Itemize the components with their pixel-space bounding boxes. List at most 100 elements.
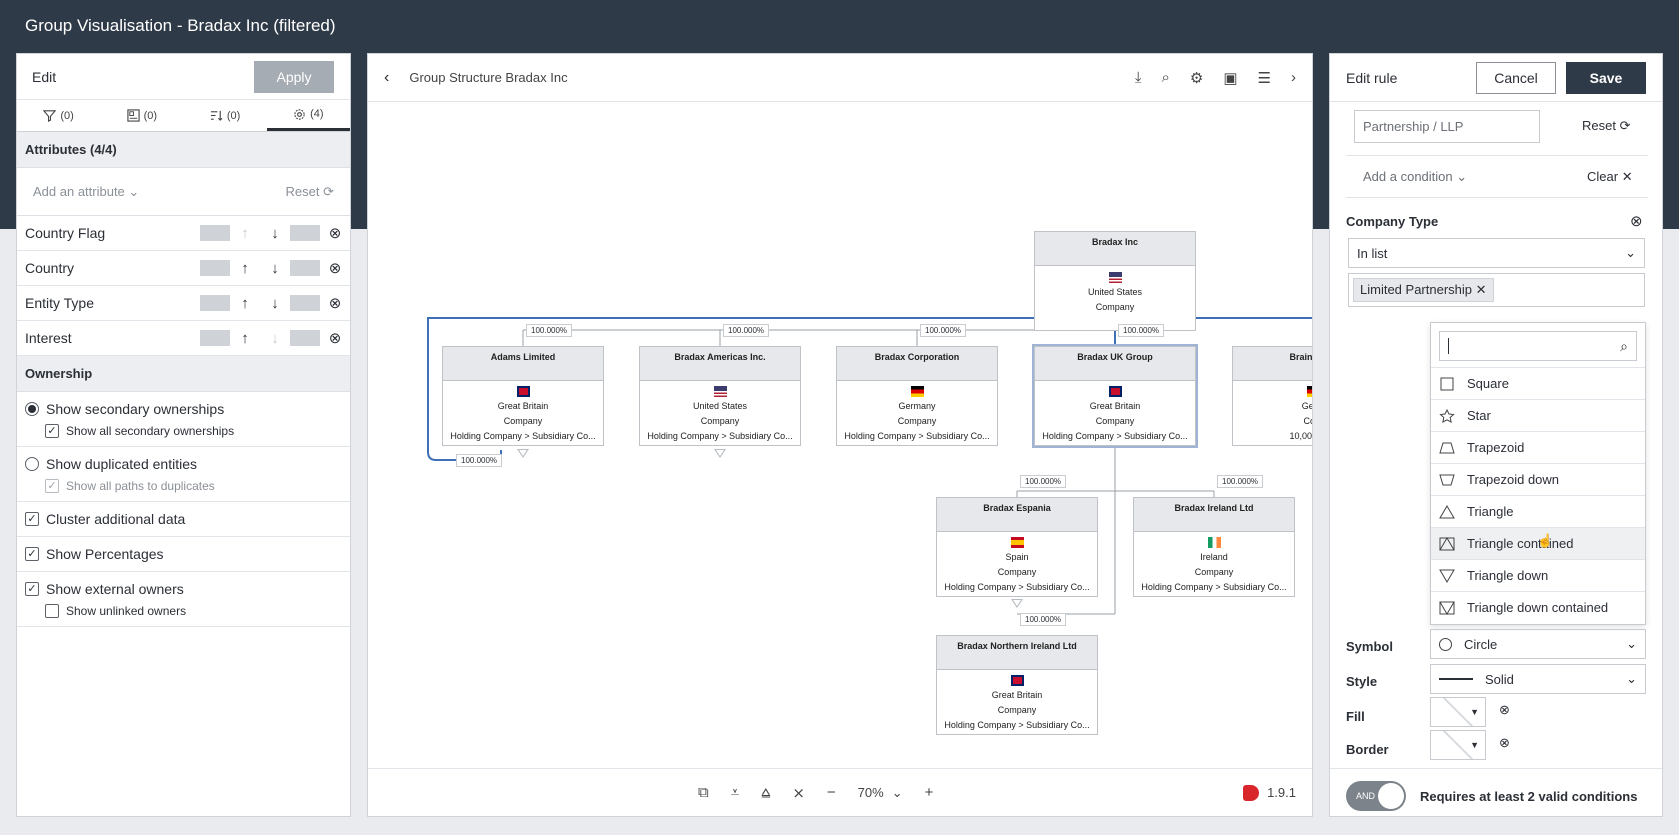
cancel-button[interactable]: Cancel bbox=[1476, 61, 1556, 94]
chevron-left-icon[interactable]: ‹ bbox=[384, 68, 390, 86]
ownership-header: Ownership bbox=[17, 356, 350, 392]
attribute-row: Country Flag ↑↓⊗ bbox=[17, 216, 350, 251]
expand-triangle-icon[interactable] bbox=[714, 449, 726, 458]
add-condition-dropdown[interactable]: Add a condition ⌄ bbox=[1363, 169, 1468, 184]
expand-triangle-icon[interactable] bbox=[517, 449, 529, 458]
reset-attributes-button[interactable]: Reset ⟳ bbox=[285, 183, 335, 199]
border-color-picker[interactable]: ▼ bbox=[1430, 730, 1486, 760]
unlinked-owners-checkbox[interactable] bbox=[45, 604, 59, 618]
dropdown-option[interactable]: Trapezoid down bbox=[1431, 463, 1645, 495]
dropdown-option[interactable]: Star bbox=[1431, 399, 1645, 431]
expand-all-icon[interactable]: ⩡ bbox=[730, 784, 740, 801]
reset-button[interactable]: Reset ⟳ bbox=[1582, 118, 1631, 133]
filter-icon bbox=[43, 110, 57, 122]
clear-button[interactable]: Clear ✕ bbox=[1587, 169, 1633, 184]
gear-icon[interactable]: ⚙ bbox=[1189, 69, 1204, 87]
cluster-checkbox[interactable]: ✓ bbox=[25, 512, 39, 526]
move-up-icon[interactable]: ↑ bbox=[241, 259, 249, 277]
dropdown-option[interactable]: Square bbox=[1431, 367, 1645, 399]
ie-flag-icon bbox=[1207, 536, 1221, 548]
tab-layout[interactable]: (0) bbox=[100, 100, 183, 131]
dropdown-option[interactable]: Triangle down bbox=[1431, 559, 1645, 591]
move-down-icon[interactable]: ↓ bbox=[271, 294, 279, 312]
org-node[interactable]: Brainloop I GermCom10,000 Ordi bbox=[1232, 346, 1312, 446]
remove-icon[interactable]: ⊗ bbox=[328, 225, 342, 242]
duplicated-radio[interactable] bbox=[25, 457, 39, 471]
chevron-down-icon: ⌄ bbox=[1626, 636, 1637, 651]
zoom-in-icon[interactable]: + bbox=[924, 784, 934, 801]
save-button[interactable]: Save bbox=[1566, 61, 1646, 94]
external-owners-checkbox[interactable]: ✓ bbox=[25, 582, 39, 596]
style-label: Style bbox=[1346, 674, 1378, 689]
dropdown-search-input[interactable]: ⌕ bbox=[1439, 331, 1637, 361]
org-node[interactable]: Bradax Northern Ireland Ltd Great Britai… bbox=[936, 635, 1098, 735]
clear-fill-icon[interactable]: ⊗ bbox=[1499, 702, 1510, 717]
search-icon[interactable]: ⌕ bbox=[1161, 69, 1170, 86]
sliders-icon[interactable]: ☰ bbox=[1257, 69, 1271, 87]
remove-condition-icon[interactable]: ⊗ bbox=[1630, 213, 1643, 230]
value-input[interactable]: Partnership / LLP bbox=[1354, 110, 1540, 143]
tab-sort[interactable]: (0) bbox=[184, 100, 267, 131]
zoom-out-icon[interactable]: − bbox=[826, 784, 836, 801]
gb-flag-icon bbox=[1010, 674, 1024, 686]
chevron-down-icon: ⌄ bbox=[1626, 671, 1637, 686]
zoom-select[interactable]: 70%⌄ bbox=[857, 784, 903, 801]
collapse-all-icon[interactable]: ⨯ bbox=[792, 784, 805, 802]
all-secondary-checkbox[interactable]: ✓ bbox=[45, 424, 59, 438]
dropdown-option[interactable]: Triangle down contained bbox=[1431, 591, 1645, 623]
remove-icon[interactable]: ⊗ bbox=[328, 260, 342, 277]
caret-down-icon: ▼ bbox=[1470, 740, 1479, 750]
percentage-label: 100.000% bbox=[1118, 324, 1165, 337]
chip-remove-icon[interactable]: ✕ bbox=[1475, 282, 1487, 297]
expand-triangle-icon[interactable] bbox=[1011, 599, 1023, 608]
triangle-contained-icon bbox=[1439, 536, 1455, 550]
dropdown-option[interactable]: Triangle bbox=[1431, 495, 1645, 527]
symbol-select[interactable]: Circle ⌄ bbox=[1430, 629, 1646, 659]
graph-panel: ‹ Group Structure Bradax Inc ⤓ ⌕ ⚙ ▣ ☰ › bbox=[367, 53, 1313, 817]
move-up-icon: ↑ bbox=[241, 224, 249, 242]
panel-icon[interactable]: ▣ bbox=[1223, 69, 1238, 87]
and-toggle[interactable]: AND bbox=[1346, 781, 1406, 811]
dropdown-option[interactable]: Trapezoid bbox=[1431, 431, 1645, 463]
attribute-name: Country bbox=[25, 260, 75, 276]
secondary-radio[interactable] bbox=[25, 402, 39, 416]
move-down-icon[interactable]: ↓ bbox=[271, 224, 279, 242]
value-chips-field[interactable]: Limited Partnership ✕ bbox=[1348, 273, 1645, 307]
fill-color-picker[interactable]: ▼ bbox=[1430, 697, 1486, 727]
open-external-icon[interactable]: ⧉ bbox=[698, 784, 709, 801]
fill-label: Fill bbox=[1346, 709, 1365, 724]
move-up-icon[interactable]: ↑ bbox=[241, 329, 249, 347]
clear-border-icon[interactable]: ⊗ bbox=[1499, 735, 1510, 750]
download-icon[interactable]: ⤓ bbox=[1134, 69, 1142, 86]
apply-button[interactable]: Apply bbox=[254, 60, 334, 93]
remove-icon[interactable]: ⊗ bbox=[328, 295, 342, 312]
operator-select[interactable]: In list⌄ bbox=[1348, 238, 1645, 268]
percentages-checkbox[interactable]: ✓ bbox=[25, 547, 39, 561]
de-flag-icon bbox=[1306, 385, 1312, 397]
chevron-down-icon: ⌄ bbox=[1625, 245, 1636, 260]
chevron-right-icon[interactable]: › bbox=[1291, 69, 1296, 86]
move-up-icon[interactable]: ↑ bbox=[241, 294, 249, 312]
collapse-top-icon[interactable]: ⩠ bbox=[761, 784, 771, 801]
tab-settings[interactable]: (4) bbox=[266, 100, 350, 131]
percentage-label: 100.000% bbox=[1020, 613, 1067, 626]
search-icon: ⌕ bbox=[1620, 337, 1628, 354]
all-paths-checkbox: ✓ bbox=[45, 479, 59, 493]
move-down-icon[interactable]: ↓ bbox=[271, 259, 279, 277]
remove-icon[interactable]: ⊗ bbox=[328, 330, 342, 347]
move-down-icon: ↓ bbox=[271, 329, 279, 347]
dropdown-option[interactable]: Triangle contained bbox=[1431, 527, 1645, 559]
gb-flag-icon bbox=[1108, 385, 1122, 397]
style-select[interactable]: Solid ⌄ bbox=[1430, 664, 1646, 694]
tab-filters[interactable]: (0) bbox=[17, 100, 100, 131]
percentage-label: 100.000% bbox=[1020, 475, 1067, 488]
add-attribute-dropdown[interactable]: Add an attribute ⌄ bbox=[33, 183, 140, 199]
